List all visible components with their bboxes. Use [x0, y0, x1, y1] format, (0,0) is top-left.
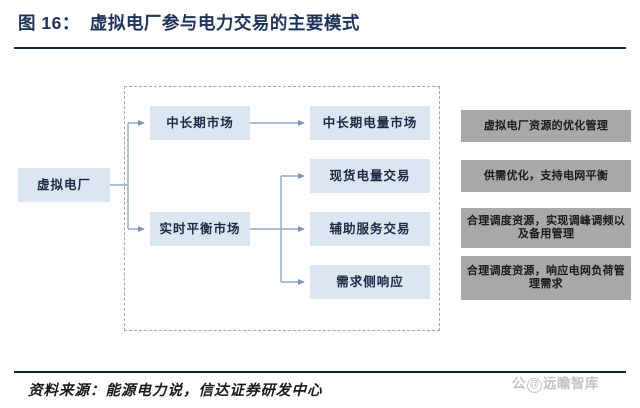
node-label: 需求侧响应 — [336, 274, 404, 289]
node-label: 实时平衡市场 — [159, 221, 241, 236]
source-note: 资料来源：能源电力说，信达证券研发中心 — [28, 383, 323, 399]
watermark: 公@远瞻智库 — [512, 372, 599, 393]
watermark-prefix: 公 — [512, 376, 526, 391]
node-label: 虚拟电厂资源的优化管理 — [483, 119, 609, 132]
node-label: 现货电量交易 — [329, 168, 411, 183]
figure-header: 图 16： 虚拟电厂参与电力交易的主要模式 — [0, 0, 640, 56]
node-ancillary-services-trading[interactable]: 辅助服务交易 — [310, 212, 430, 246]
dashed-grouping-region — [124, 86, 440, 331]
watermark-at-icon: @ — [527, 378, 542, 393]
node-label: 中长期市场 — [166, 115, 234, 130]
header-divider — [14, 47, 626, 49]
watermark-label: 远瞻智库 — [543, 376, 599, 391]
node-mid-long-term-market[interactable]: 中长期市场 — [150, 106, 250, 140]
node-label: 中长期电量市场 — [322, 115, 418, 130]
page-title: 图 16： 虚拟电厂参与电力交易的主要模式 — [18, 10, 360, 35]
node-outcome-peak-frequency-regulation[interactable]: 合理调度资源，实现调峰调频以及备用管理 — [461, 208, 631, 248]
footer-divider — [14, 371, 626, 373]
diagram-canvas: 虚拟电厂 中长期市场 实时平衡市场 中长期电量市场 现货电量交易 辅助服务交易 … — [0, 56, 640, 360]
node-real-time-balancing-market[interactable]: 实时平衡市场 — [150, 212, 250, 246]
node-virtual-power-plant[interactable]: 虚拟电厂 — [18, 168, 110, 202]
node-label: 合理调度资源，响应电网负荷管理需求 — [466, 265, 626, 290]
node-outcome-load-management[interactable]: 合理调度资源，响应电网负荷管理需求 — [461, 256, 631, 300]
node-label: 供需优化，支持电网平衡 — [483, 169, 609, 182]
figure-footer: 资料来源：能源电力说，信达证券研发中心 公@远瞻智库 — [0, 360, 640, 408]
node-label: 合理调度资源，实现调峰调频以及备用管理 — [466, 215, 626, 240]
node-label: 辅助服务交易 — [329, 221, 411, 236]
node-outcome-supply-demand-balance[interactable]: 供需优化，支持电网平衡 — [461, 160, 631, 192]
connector-lines — [110, 120, 305, 285]
node-spot-energy-trading[interactable]: 现货电量交易 — [310, 159, 430, 193]
node-outcome-resource-optimization[interactable]: 虚拟电厂资源的优化管理 — [461, 110, 631, 142]
node-mid-long-term-energy-market[interactable]: 中长期电量市场 — [310, 106, 430, 140]
figure-title-text: 虚拟电厂参与电力交易的主要模式 — [89, 13, 360, 33]
node-label: 虚拟电厂 — [36, 177, 91, 192]
node-demand-side-response[interactable]: 需求侧响应 — [310, 265, 430, 299]
figure-number: 图 16： — [18, 13, 80, 33]
